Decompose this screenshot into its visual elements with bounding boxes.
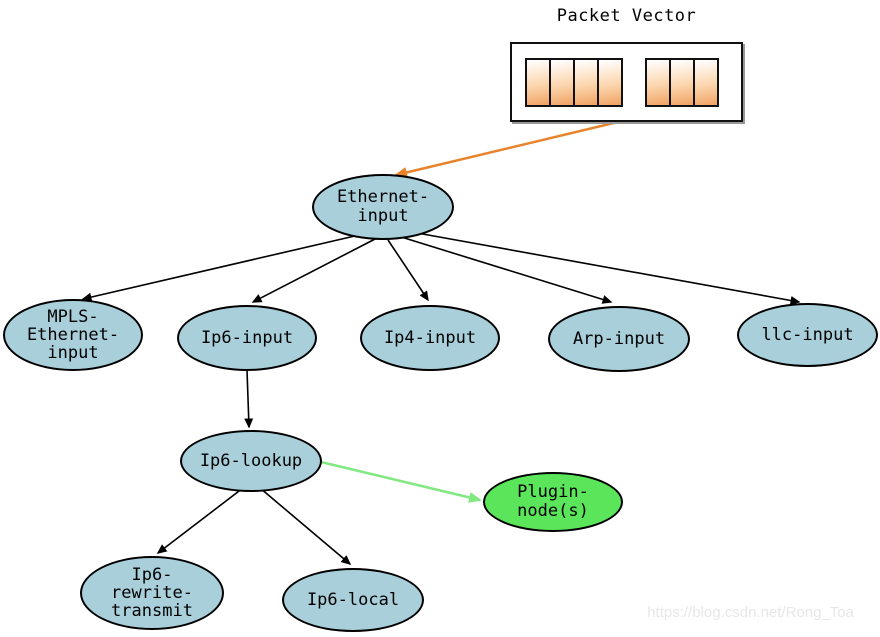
edge-ip6-lookup-to-rewrite xyxy=(156,487,244,554)
edge-ethernet-to-ip6-input xyxy=(251,237,378,303)
packet-cell xyxy=(669,57,695,107)
node-label-line: node(s) xyxy=(517,501,589,521)
node-ip6-rewrite-transmit: Ip6- rewrite- transmit xyxy=(80,556,224,630)
edge-ethernet-to-llc-input xyxy=(405,230,801,305)
packet-cell xyxy=(597,57,623,107)
edge-ip6-lookup-to-ip6-local xyxy=(259,487,352,565)
edge-ip6-input-to-ip6-lookup xyxy=(244,369,254,429)
node-label-line: llc-input xyxy=(761,324,854,345)
node-label-line: Ip6-input xyxy=(200,327,294,348)
packet-cell xyxy=(549,57,575,107)
node-ip4-input: Ip4-input xyxy=(360,305,500,371)
node-label-line: Arp-input xyxy=(572,328,666,349)
node-ip6-local: Ip6-local xyxy=(282,568,424,632)
packet-cell xyxy=(645,57,671,107)
node-ip6-lookup: Ip6-lookup xyxy=(180,430,322,492)
node-label-line: Plugin- xyxy=(517,482,589,502)
node-llc-input: llc-input xyxy=(737,303,878,367)
edge-ethernet-to-ip4-input xyxy=(387,239,429,302)
node-label-line: Ip4-input xyxy=(383,327,477,348)
packet-cell xyxy=(573,57,599,107)
packet-cell-group-1 xyxy=(525,57,623,107)
node-label-line: Ethernet- xyxy=(336,187,430,207)
edge-ethernet-to-arp-input xyxy=(397,235,613,304)
packet-vector-box xyxy=(510,42,743,122)
node-label-line: Ethernet- xyxy=(26,325,120,345)
node-label-line: Ip6-local xyxy=(306,589,400,610)
node-label-line: input xyxy=(357,206,409,226)
node-label-line: Ip6-lookup xyxy=(199,450,303,471)
node-ip6-input: Ip6-input xyxy=(177,305,317,371)
packet-vector-title: Packet Vector xyxy=(556,6,697,26)
node-mpls-ethernet-input: MPLS- Ethernet- input xyxy=(3,299,143,371)
node-label-line: transmit xyxy=(111,601,193,621)
watermark-text: https://blog.csdn.net/Rong_Toa xyxy=(647,604,854,621)
packet-cell xyxy=(525,57,551,107)
node-label-line: MPLS- xyxy=(47,307,99,327)
edge-ethernet-to-mpls xyxy=(81,231,373,302)
edge-ip6-lookup-to-plugin-nodes xyxy=(320,460,482,503)
node-ethernet-input: Ethernet- input xyxy=(312,174,454,240)
node-label-line: input xyxy=(47,343,99,363)
node-label-line: Ip6- xyxy=(131,565,173,585)
packet-cell-group-2 xyxy=(645,57,719,107)
node-label-line: rewrite- xyxy=(111,583,193,603)
node-arp-input: Arp-input xyxy=(548,306,690,372)
node-plugin-nodes: Plugin- node(s) xyxy=(483,472,623,532)
packet-cell xyxy=(693,57,719,107)
edge-packetvector-to-ethernet-input xyxy=(394,119,623,178)
